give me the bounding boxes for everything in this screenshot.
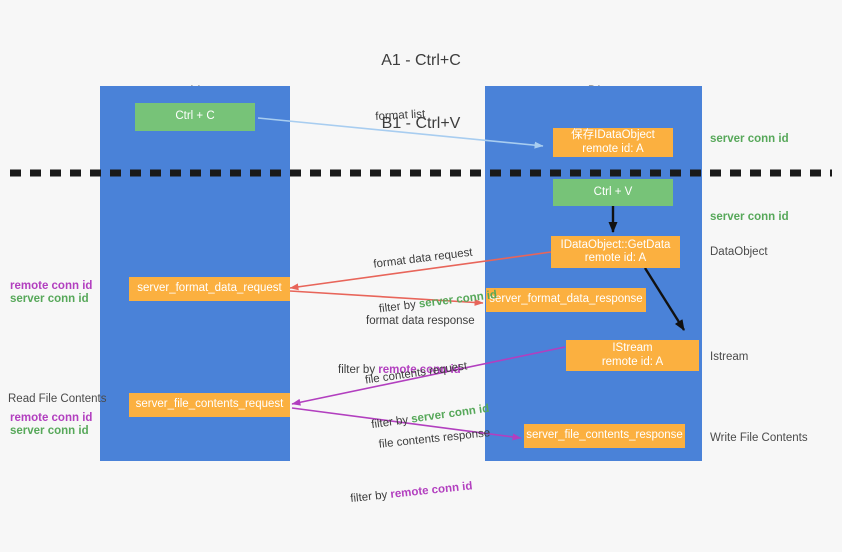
- annotation-right-dataobject: DataObject: [710, 246, 768, 258]
- annotation-right-server-conn-id-mid: server conn id: [710, 211, 789, 223]
- box-server-file-contents-request[interactable]: server_file_contents_request: [129, 393, 290, 417]
- box-save-idataobject[interactable]: 保存IDataObject remote id: A: [553, 128, 673, 157]
- annotation-right-istream: Istream: [710, 351, 749, 363]
- edge-label-file-contents-request-text: file contents request: [364, 360, 468, 387]
- title-line-1: A1 - Ctrl+C: [381, 52, 461, 69]
- annotation-right-write-file-contents: Write File Contents: [710, 432, 808, 444]
- box-server-format-data-request[interactable]: server_format_data_request: [129, 277, 290, 301]
- edge-label-format-list: format list: [375, 108, 426, 123]
- edge-label-format-data-response-filter: filter by remote conn id: [338, 363, 475, 393]
- box-istream[interactable]: IStream remote id: A: [566, 340, 699, 371]
- filter-prefix: filter by: [338, 364, 379, 376]
- filter-value-remote-conn-id: remote conn id: [389, 480, 474, 501]
- filter-value-remote-conn-id: remote conn id: [378, 364, 461, 376]
- annotation-right-server-conn-id-top: server conn id: [710, 133, 789, 145]
- box-ctrl-v[interactable]: Ctrl + V: [553, 179, 673, 206]
- annotation-left-read-file-contents: Read File Contents: [8, 393, 107, 405]
- box-server-format-data-response[interactable]: server_format_data_response: [486, 288, 646, 312]
- box-server-file-contents-response[interactable]: server_file_contents_response: [524, 424, 685, 448]
- annotation-left-remote-conn-id-1: remote conn id: [10, 280, 93, 292]
- edge-label-format-data-response: format data response filter by remote co…: [338, 284, 475, 423]
- edge-label-file-contents-response: file contents response filter by remote …: [350, 396, 501, 548]
- annotation-left-server-conn-id-2: server conn id: [10, 425, 89, 437]
- edge-label-format-data-response-text: format data response: [366, 315, 475, 327]
- box-idataobject-getdata[interactable]: IDataObject::GetData remote id: A: [551, 236, 680, 268]
- filter-prefix: filter by: [349, 488, 392, 506]
- edge-label-format-data-request-text: format data request: [372, 246, 474, 271]
- edge-label-file-contents-response-text: file contents response: [378, 427, 491, 451]
- diagram-canvas: A1 - Ctrl+C B1 - Ctrl+V A1 remote B1 con…: [8, 52, 832, 505]
- annotation-left-remote-conn-id-2: remote conn id: [10, 412, 93, 424]
- edge-label-file-contents-response-filter: filter by remote conn id: [350, 477, 498, 522]
- annotation-left-server-conn-id-1: server conn id: [10, 293, 89, 305]
- box-ctrl-c[interactable]: Ctrl + C: [135, 103, 255, 131]
